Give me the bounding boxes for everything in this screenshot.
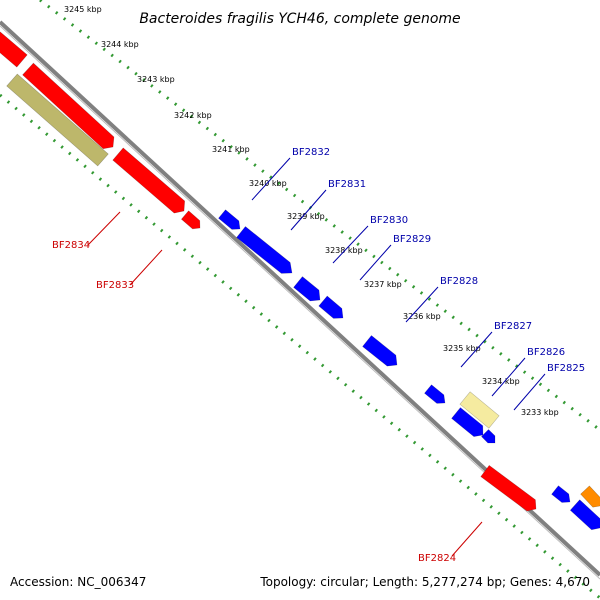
gene-pale — [459, 391, 500, 429]
gene-bf2829 — [318, 295, 344, 319]
kbp-tick-label: 3233 kbp — [521, 408, 559, 417]
kbp-tick-label: 3243 kbp — [137, 75, 175, 84]
gene-label-connector — [290, 189, 327, 231]
gene-label-connector — [491, 357, 526, 397]
gene-label: BF2828 — [440, 276, 478, 287]
gene-label: BF2834 — [52, 240, 90, 251]
gene-orange — [580, 485, 600, 508]
topology-value: circular — [320, 575, 365, 589]
gene-red-small — [180, 210, 201, 230]
kbp-tick-label: 3236 kbp — [403, 312, 441, 321]
gene-label: BF2833 — [96, 280, 134, 291]
gene-layer — [0, 31, 600, 531]
kbp-tick-label: 3239 kbp — [287, 212, 325, 221]
accession-info: Accession: NC_006347 — [10, 575, 146, 589]
kbp-tick-label: 3234 kbp — [482, 377, 520, 386]
gene-label: BF2829 — [393, 234, 431, 245]
gene-bf2828 — [362, 335, 398, 367]
kbp-tick-label: 3245 kbp — [64, 5, 102, 14]
gene-label-connector — [251, 157, 291, 201]
gene-bf2834 — [22, 62, 115, 150]
gene-label-connector — [87, 211, 121, 246]
kbp-tick-label: 3238 kbp — [325, 246, 363, 255]
gene-label-connector — [460, 331, 493, 368]
gene-label: BF2827 — [494, 321, 532, 332]
kbp-tick-label: 3242 kbp — [174, 111, 212, 120]
gene-label: BF2830 — [370, 215, 408, 226]
accession-value: NC_006347 — [77, 575, 147, 589]
gene-label-layer: BF2832BF2831BF2830BF2829BF2828BF2827BF28… — [52, 147, 585, 564]
genes-label: Genes: — [509, 575, 552, 589]
gene-label-connector — [332, 225, 369, 264]
kbp-tick-label: 3241 kbp — [212, 145, 250, 154]
gene-bf2833 — [112, 147, 186, 214]
genes-value: 4,670 — [555, 575, 590, 589]
map-title: Bacteroides fragilis YCH46, complete gen… — [139, 11, 460, 27]
gene-bf2832 — [218, 209, 241, 230]
genome-summary: Topology: circular; Length: 5,277,274 bp… — [260, 575, 590, 589]
topology-label: Topology: — [260, 575, 317, 589]
gene-label: BF2826 — [527, 347, 565, 358]
gene-label: BF2824 — [418, 553, 456, 564]
length-label: Length: — [372, 575, 419, 589]
gene-bf2826 — [451, 407, 484, 437]
gene-label-connector — [451, 521, 483, 557]
length-value: 5,277,274 bp — [421, 575, 502, 589]
gene-label-connector — [513, 373, 546, 411]
gene-label: BF2825 — [547, 363, 585, 374]
gene-label: BF2832 — [292, 147, 330, 158]
gene-label-connector — [405, 286, 439, 323]
gene-red — [0, 31, 28, 68]
kbp-tick-label: 3237 kbp — [364, 280, 402, 289]
gene-label: BF2831 — [328, 179, 366, 190]
gene-bf2824 — [480, 464, 537, 512]
kbp-tick-label: 3244 kbp — [101, 40, 139, 49]
gene-olive — [6, 73, 109, 167]
accession-label: Accession: — [10, 575, 74, 589]
gene-label-connector — [129, 249, 163, 286]
tick-dotted-line — [0, 93, 600, 600]
gene-bf2827 — [424, 384, 446, 404]
gene-blue — [569, 499, 600, 531]
kbp-tick-label: 3240 kbp — [249, 179, 287, 188]
gene-bf2831 — [236, 226, 293, 274]
kbp-tick-label: 3235 kbp — [443, 344, 481, 353]
gene-blue — [551, 485, 571, 503]
gene-bf2825 — [481, 429, 496, 444]
gene-bf2830 — [293, 276, 321, 302]
gene-label-connector — [359, 244, 392, 281]
